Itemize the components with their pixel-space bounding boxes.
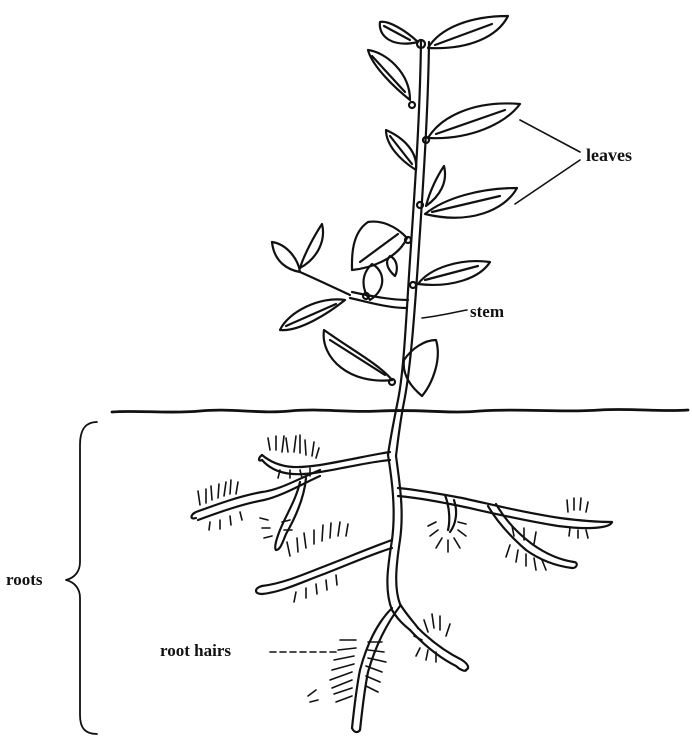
roots-brace: [66, 422, 97, 734]
roots-label: roots: [6, 570, 43, 589]
root-hairs-label: root hairs: [160, 641, 231, 660]
leaf: [272, 242, 300, 272]
leaves-group: [272, 16, 520, 396]
leaf: [300, 224, 323, 268]
leaves-label: leaves: [586, 145, 632, 165]
stem-leader: [422, 310, 467, 318]
stem-label: stem: [470, 302, 504, 321]
roots-group: [192, 452, 613, 732]
leaf: [380, 22, 418, 44]
leaf: [364, 264, 383, 300]
ground-line: [112, 409, 688, 412]
leaves-leader-lower: [515, 160, 580, 204]
leader-lines: [270, 120, 580, 652]
root-hairs-group: [198, 435, 588, 702]
leaf: [387, 256, 397, 276]
leaves-leader-upper: [520, 120, 580, 152]
leaf: [426, 166, 445, 206]
